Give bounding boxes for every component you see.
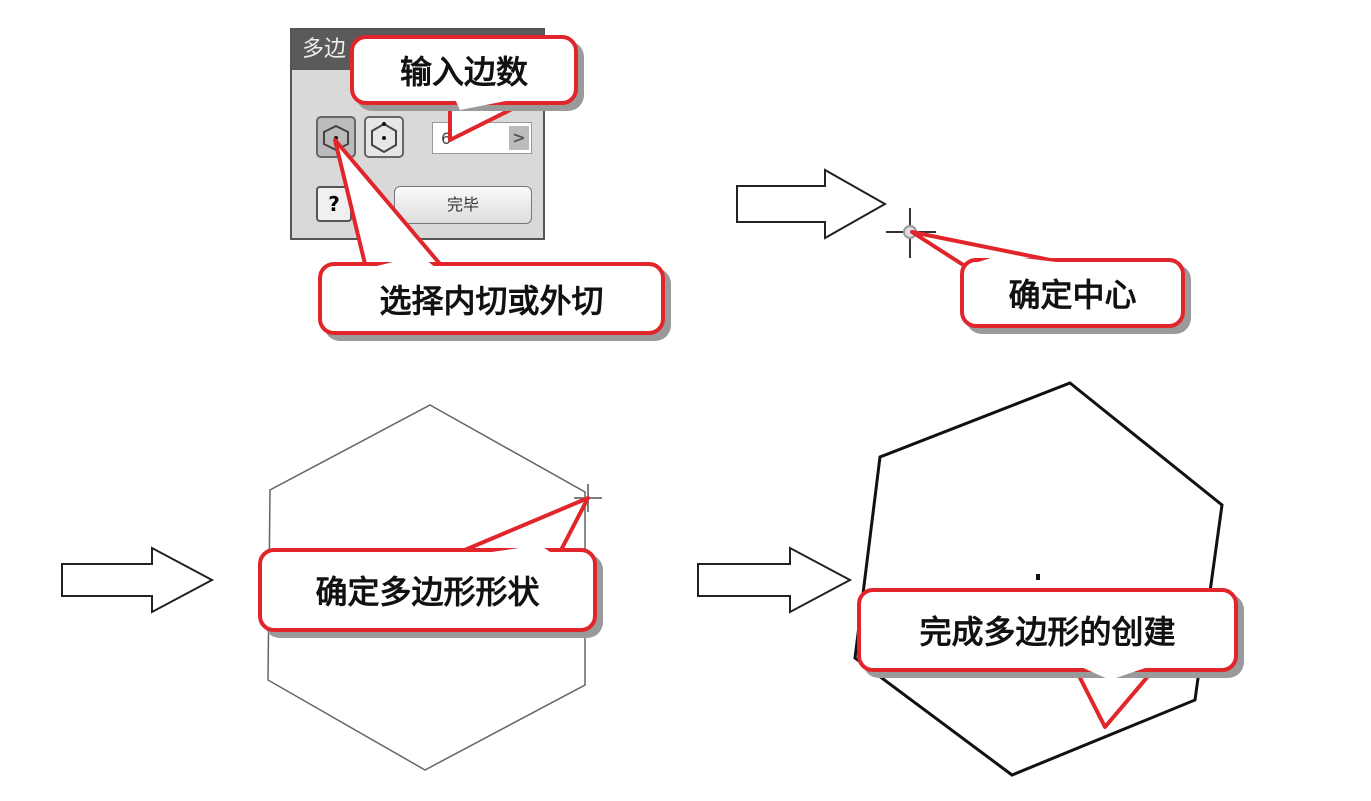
circumscribed-polygon-icon: [371, 122, 397, 154]
callout-set-center: 确定中心: [960, 258, 1185, 328]
right-arrow-2: [61, 546, 215, 614]
callout-finish: 完成多边形的创建: [857, 588, 1238, 672]
right-arrow-1: [736, 168, 888, 240]
right-arrow-3: [697, 546, 853, 614]
sides-value: 6: [441, 129, 452, 148]
hexagon-final: [853, 381, 1224, 777]
increment-arrow[interactable]: >: [509, 126, 529, 150]
arrows: [61, 168, 888, 614]
done-button[interactable]: 完毕: [394, 186, 532, 224]
callout-inscribed-circumscribed: 选择内切或外切: [318, 262, 665, 335]
circumscribed-button[interactable]: [364, 116, 404, 158]
callout-input-sides: 输入边数: [350, 35, 578, 105]
callout-set-shape: 确定多边形形状: [258, 548, 597, 632]
center-mark: [1036, 574, 1040, 580]
hexagon-preview: [267, 404, 586, 771]
